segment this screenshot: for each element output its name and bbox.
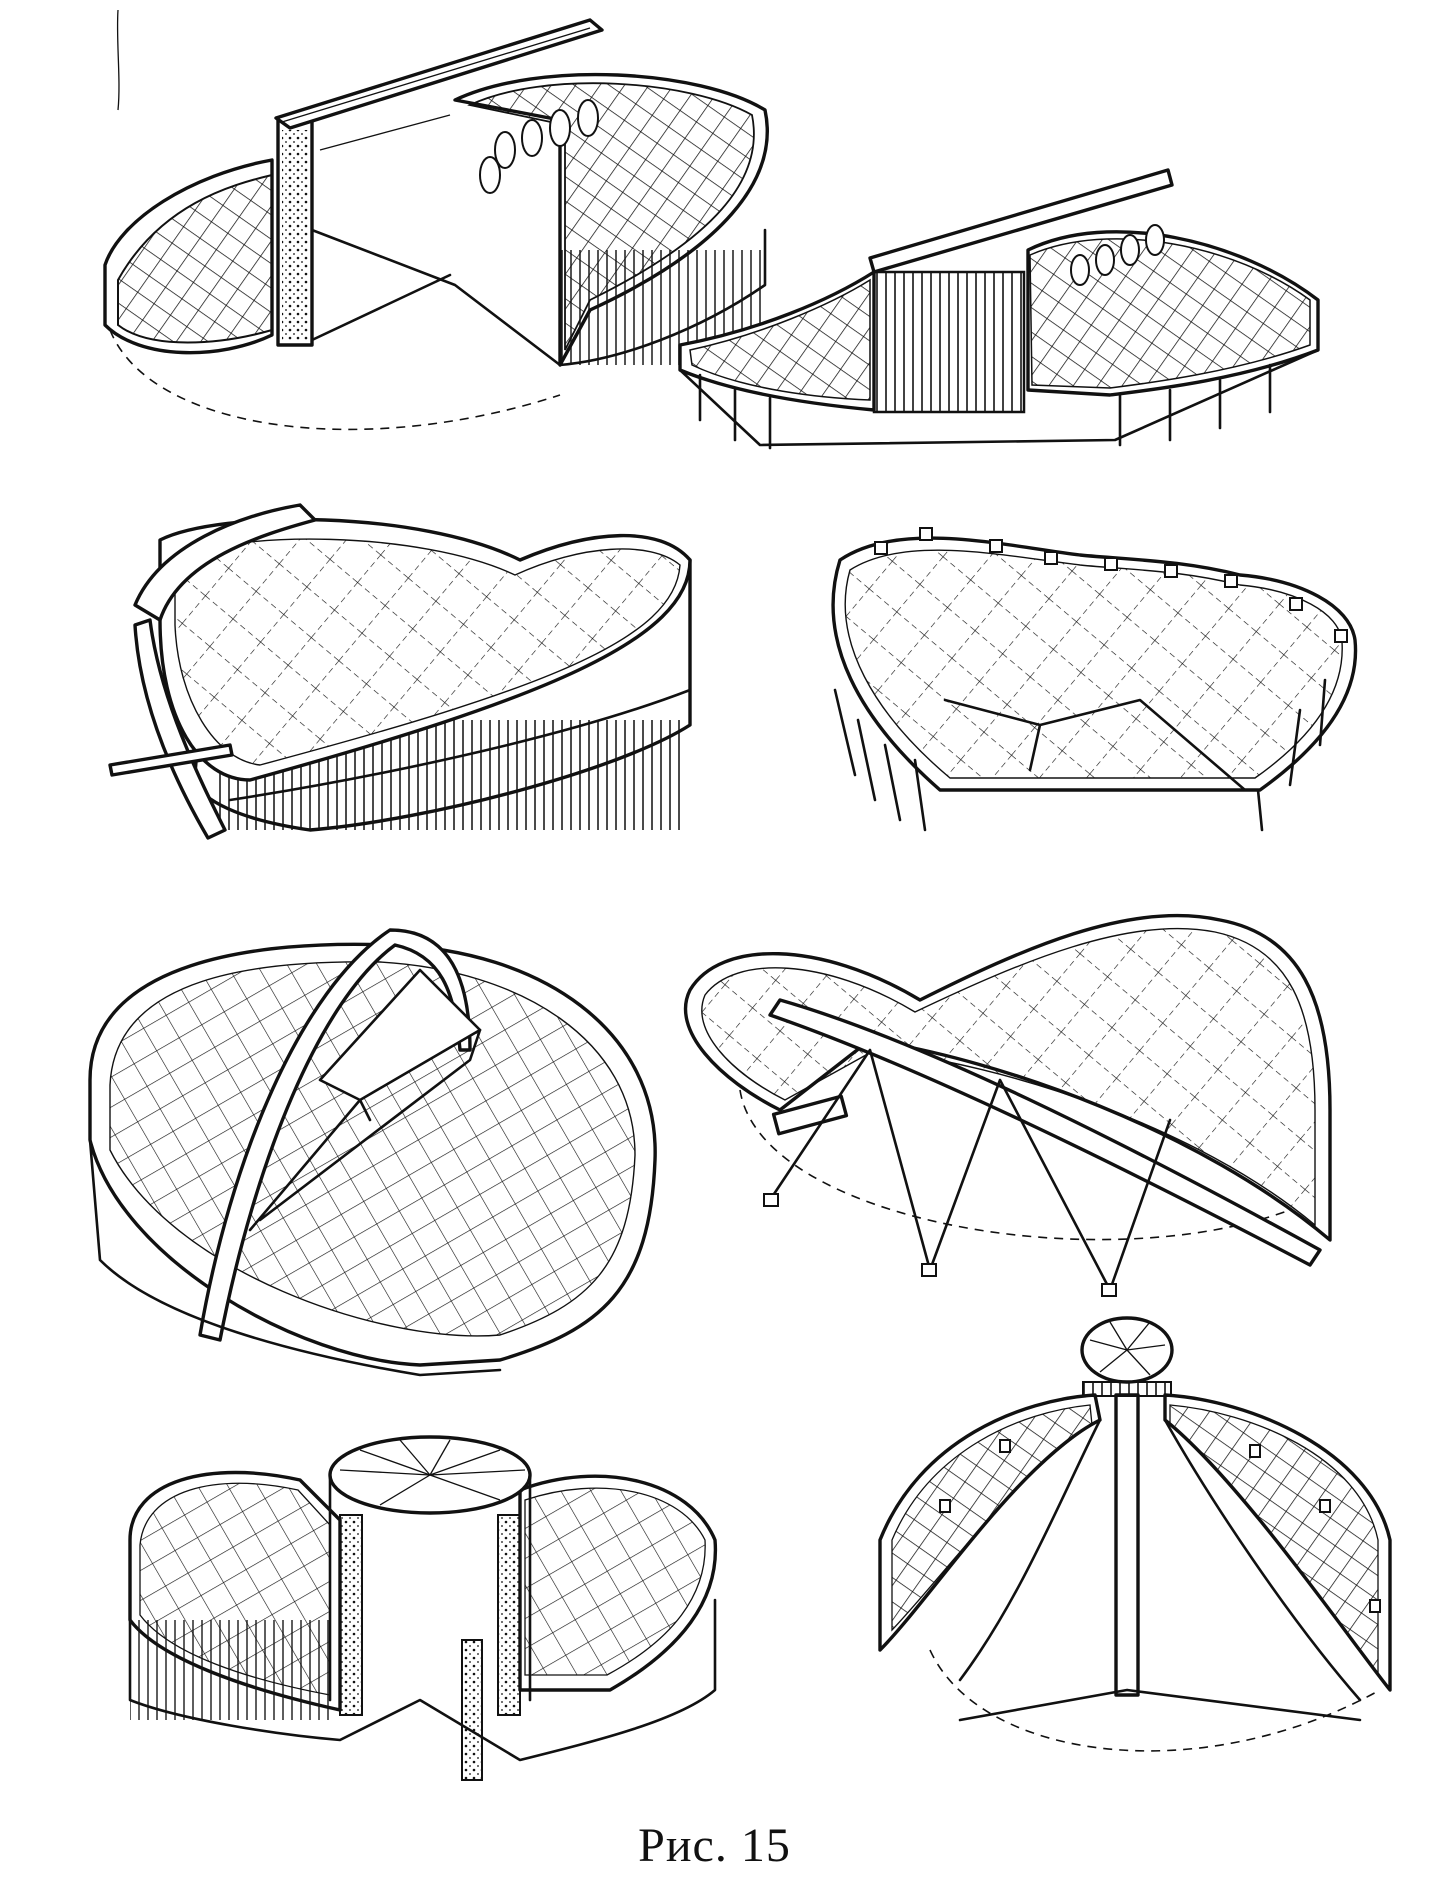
structure-drawing-8 — [880, 1318, 1390, 1751]
margin-mark — [118, 10, 119, 110]
structure-drawing-3 — [110, 505, 690, 838]
structure-drawing-5 — [90, 930, 655, 1375]
figure-caption: Рис. 15 — [638, 1819, 791, 1872]
structure-drawing-6 — [686, 915, 1330, 1296]
structure-drawing-4 — [833, 528, 1355, 830]
structure-drawing-7 — [130, 1437, 715, 1780]
structure-drawing-1 — [105, 20, 767, 429]
structure-drawing-2 — [680, 170, 1318, 448]
